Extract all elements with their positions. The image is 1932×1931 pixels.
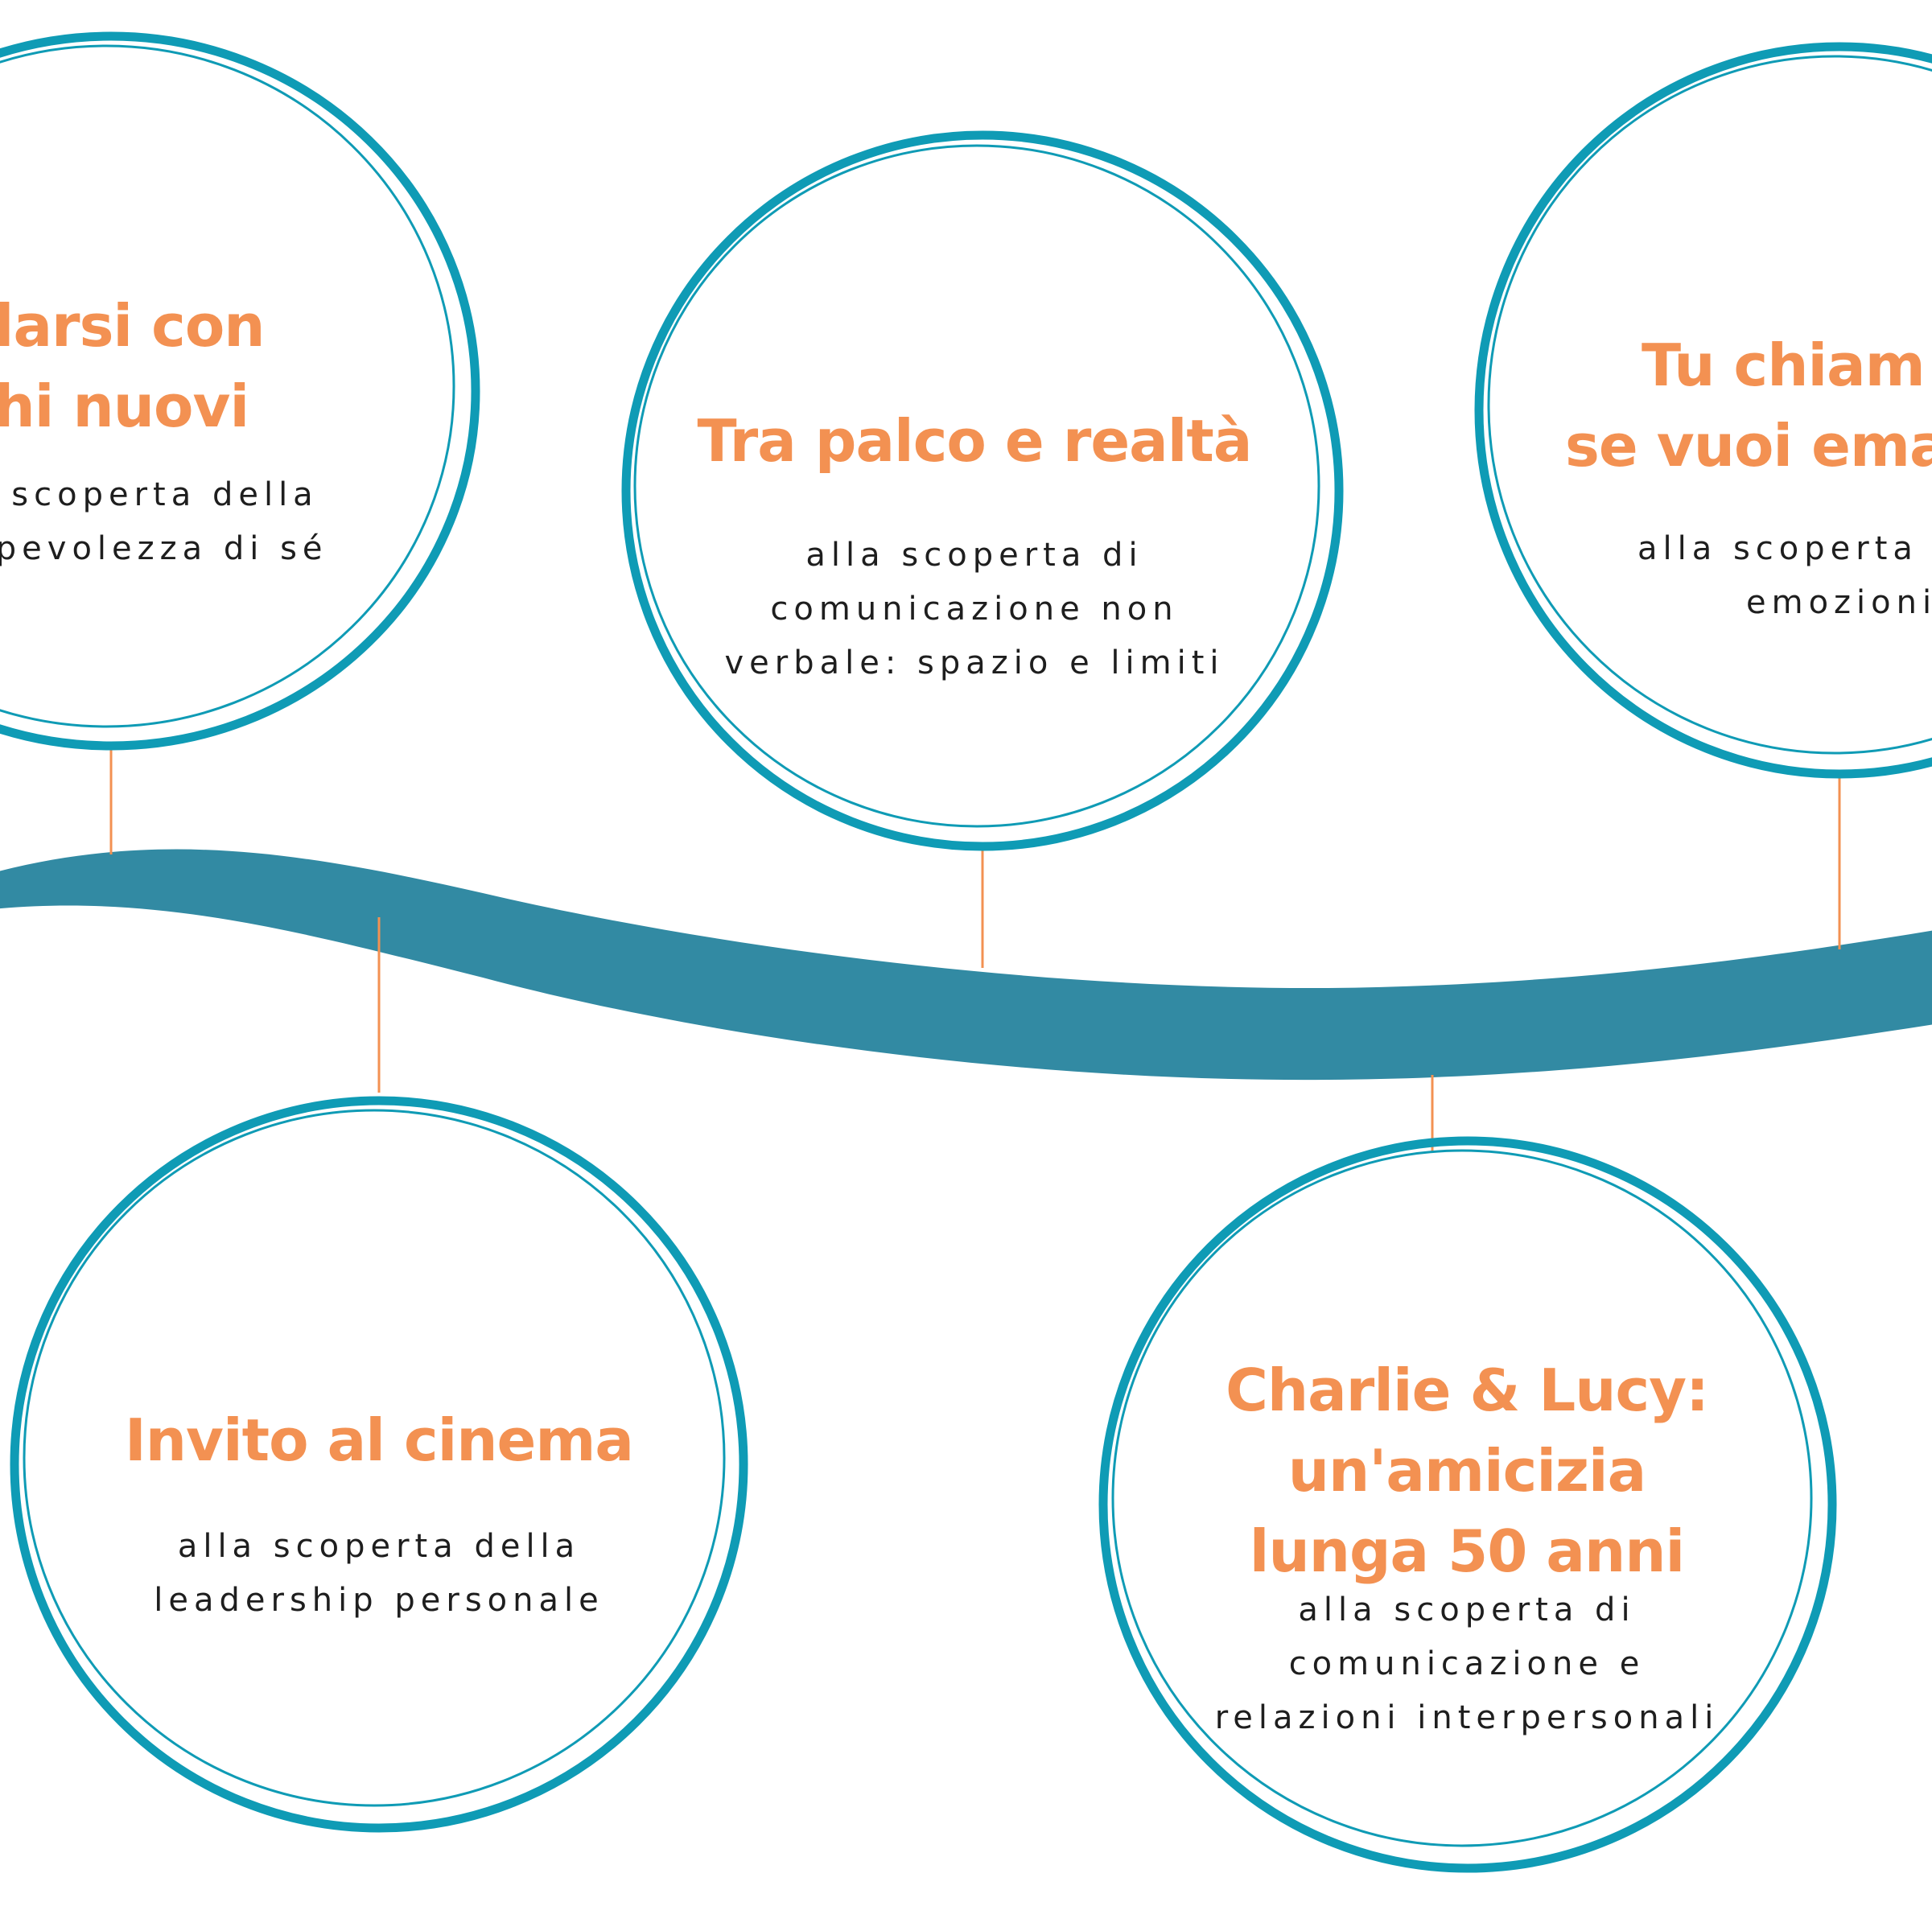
description-line: scoperta della (11, 476, 319, 513)
node-cinema: Invito al cinema alla scoperta della lea… (81, 1400, 677, 1628)
description-line: comunicazione non (770, 591, 1179, 628)
description-line: alla scoperta della (177, 1528, 581, 1565)
node-title: Tra palco e realtà (677, 401, 1272, 481)
description-line: leadership personale (154, 1582, 604, 1619)
ring-chiamale (1474, 42, 1932, 779)
description-line: emozioni (1746, 584, 1932, 621)
title-line: Tra palco e realtà (697, 407, 1253, 475)
node-title: rdarsi con chi nuovi (0, 286, 370, 447)
description-line: verbale: spazio e limiti (724, 644, 1225, 681)
node-description: alla scoperta della leadership personale (81, 1520, 677, 1628)
description-line: alla scoperta (1637, 530, 1918, 567)
title-line: se vuoi ema (1565, 412, 1932, 480)
description-line: relazioni interpersonali (1214, 1699, 1720, 1736)
node-charlie: Charlie & Lucy: un'amicizia lunga 50 ann… (1169, 1350, 1765, 1745)
node-palco: Tra palco e realtà alla scoperta di comu… (677, 401, 1272, 690)
node-description: alla scoperta di comunicazione non verba… (677, 529, 1272, 690)
title-line: un'amicizia (1287, 1437, 1646, 1505)
node-chiamale: Tu chiam se vuoi ema alla scoperta emozi… (1553, 325, 1932, 630)
ring-guardarsi (0, 31, 480, 751)
ring-charlie (1098, 1136, 1837, 1873)
node-title: Tu chiam se vuoi ema (1553, 325, 1932, 486)
title-line: Invito al cinema (125, 1406, 634, 1474)
title-line: Tu chiam (1642, 331, 1926, 399)
title-line: rdarsi con (0, 292, 266, 360)
timeline-wave (0, 849, 1932, 1081)
description-line: alla scoperta di (1298, 1591, 1636, 1628)
title-line: lunga 50 anni (1249, 1517, 1685, 1585)
node-description: scoperta della upevolezza di sé (0, 468, 370, 576)
title-line: chi nuovi (0, 373, 249, 440)
node-description: alla scoperta di comunicazione e relazio… (1169, 1583, 1765, 1745)
title-line: Charlie & Lucy: (1226, 1357, 1709, 1424)
ring-palco (621, 130, 1344, 851)
description-line: upevolezza di sé (0, 530, 328, 567)
node-title: Invito al cinema (81, 1400, 677, 1480)
node-title: Charlie & Lucy: un'amicizia lunga 50 ann… (1169, 1350, 1765, 1591)
ring-cinema (10, 1096, 748, 1833)
description-line: comunicazione e (1288, 1645, 1646, 1682)
node-guardarsi: rdarsi con chi nuovi scoperta della upev… (0, 286, 370, 576)
node-description: alla scoperta emozioni (1553, 522, 1932, 630)
description-line: alla scoperta di (805, 537, 1143, 574)
